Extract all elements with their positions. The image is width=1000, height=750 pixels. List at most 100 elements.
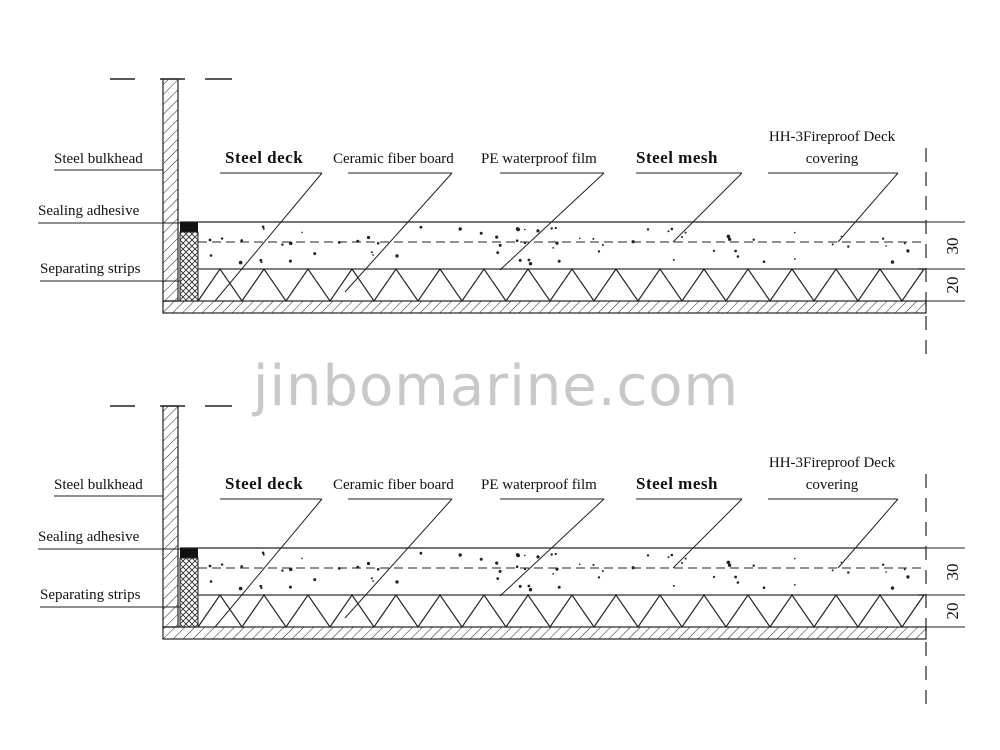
aggregate-dot	[238, 260, 243, 265]
aggregate-dot	[736, 255, 740, 258]
aggregate-dot	[495, 561, 499, 565]
aggregate-dot	[670, 227, 674, 231]
aggregate-dot	[370, 251, 373, 254]
aggregate-dot	[631, 240, 635, 244]
aggregate-dot	[498, 569, 502, 573]
aggregate-dot	[646, 554, 650, 557]
aggregate-dot	[907, 576, 910, 579]
label-sealing-adhesive: Sealing adhesive	[38, 529, 140, 545]
aggregate-dot	[209, 580, 213, 583]
aggregate-dot	[356, 565, 360, 569]
aggregate-dot	[495, 235, 499, 239]
aggregate-dot	[259, 584, 263, 588]
aggregate-dot	[681, 562, 683, 564]
diagram-1: 30 20 Steel bulkhead Sealing adhesive Se…	[38, 78, 965, 364]
aggregate-dot	[261, 551, 265, 555]
aggregate-dot	[419, 225, 423, 229]
aggregate-dot	[752, 564, 755, 567]
aggregate-dot	[597, 576, 601, 579]
aggregate-dot	[903, 242, 906, 245]
label-steel-mesh: Steel mesh	[636, 474, 718, 493]
aggregate-dot	[527, 258, 531, 262]
aggregate-dot	[552, 573, 555, 575]
label-steel-bulkhead: Steel bulkhead	[54, 477, 143, 493]
aggregate-dot	[907, 250, 910, 253]
aggregate-dot	[240, 565, 243, 568]
label-separating-strips: Separating strips	[40, 587, 141, 603]
aggregate-dot	[536, 555, 540, 559]
aggregate-dot	[550, 227, 553, 230]
aggregate-dot	[528, 588, 533, 592]
aggregate-dot	[903, 568, 906, 571]
aggregate-dot	[597, 250, 601, 253]
aggregate-dot	[366, 561, 371, 566]
aggregate-dot	[684, 231, 687, 234]
aggregate-dot	[554, 552, 557, 556]
aggregate-dot	[557, 259, 561, 263]
aggregate-dot	[831, 569, 834, 572]
aggregate-dot	[515, 565, 519, 568]
aggregate-dot	[672, 584, 675, 587]
aggregate-dot	[885, 245, 887, 247]
aggregate-dot	[793, 557, 796, 560]
aggregate-dot	[376, 568, 380, 571]
label-steel-mesh: Steel mesh	[636, 148, 718, 167]
aggregate-dot	[885, 571, 887, 573]
aggregate-dot	[313, 252, 317, 256]
ceramic-fiber-board-layer	[197, 267, 926, 303]
aggregate-dot	[681, 236, 683, 238]
aggregate-dot	[301, 557, 303, 560]
aggregate-dot	[313, 578, 317, 582]
aggregate-dot	[523, 568, 527, 571]
deck-covering-layer	[180, 547, 926, 592]
aggregate-dot	[337, 241, 341, 244]
aggregate-dot	[288, 241, 293, 246]
aggregate-dot	[496, 251, 500, 255]
steel-deck-plate	[162, 300, 927, 314]
aggregate-dot	[578, 563, 581, 566]
separating-strip	[179, 231, 199, 302]
aggregate-dot	[518, 584, 522, 588]
aggregate-dot	[734, 249, 737, 253]
aggregate-dot	[882, 563, 885, 566]
dimension-axis	[918, 148, 965, 364]
aggregate-dot	[220, 563, 224, 566]
aggregate-dot	[260, 261, 263, 264]
aggregate-dot	[240, 239, 243, 242]
aggregate-dot	[372, 580, 374, 582]
aggregate-dot	[592, 237, 595, 240]
aggregate-dot	[395, 254, 399, 258]
separating-strip	[179, 557, 199, 628]
label-covering-line-1: HH-3Fireproof Deck	[769, 455, 896, 471]
aggregate-dot	[793, 231, 796, 234]
aggregate-dot	[259, 258, 263, 262]
aggregate-dot	[762, 260, 766, 264]
aggregate-dot	[667, 556, 670, 559]
aggregate-dot	[281, 243, 284, 246]
aggregate-dot	[458, 553, 462, 557]
steel-bulkhead	[162, 405, 179, 628]
aggregate-dot	[523, 242, 527, 245]
aggregate-dot	[712, 575, 716, 579]
aggregate-dot	[684, 557, 687, 560]
aggregate-dot	[479, 231, 483, 235]
aggregate-dot	[262, 227, 265, 230]
aggregate-dot	[515, 227, 520, 231]
aggregate-dot	[498, 243, 502, 247]
aggregate-dot	[601, 244, 604, 246]
aggregate-dot	[840, 561, 843, 564]
sealing-adhesive	[180, 222, 198, 232]
aggregate-dot	[646, 228, 650, 231]
deck-covering-layer	[180, 221, 926, 266]
aggregate-dot	[550, 553, 553, 556]
aggregate-dot	[793, 258, 796, 260]
label-ceramic-fiber-board: Ceramic fiber board	[333, 477, 454, 493]
label-sealing-adhesive: Sealing adhesive	[38, 203, 140, 219]
aggregate-dot	[736, 581, 740, 584]
label-covering-line-2: covering	[806, 151, 859, 167]
aggregate-dot	[458, 227, 462, 231]
label-separating-strips: Separating strips	[40, 261, 141, 277]
aggregate-dot	[262, 553, 265, 556]
dimension-20: 20	[943, 603, 962, 620]
